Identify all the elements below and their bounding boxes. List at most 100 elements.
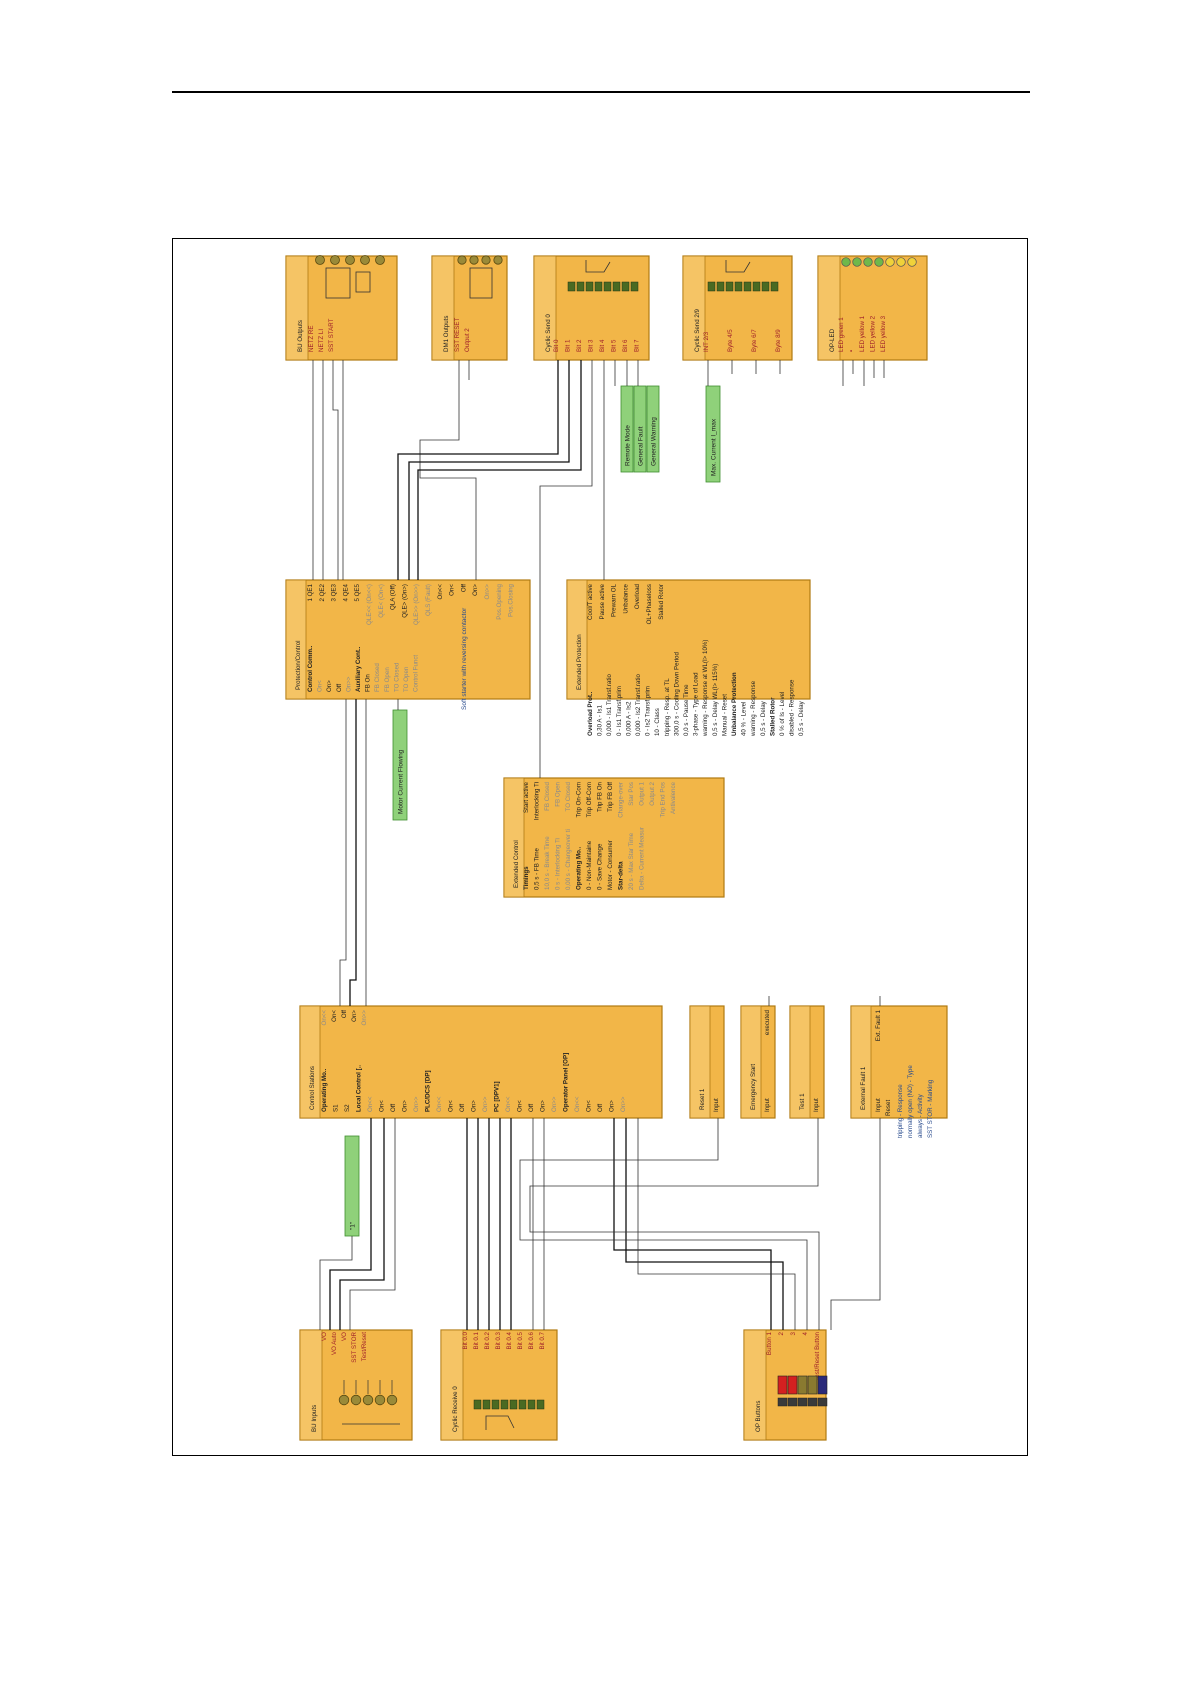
- pin-label: On>>: [413, 1096, 420, 1112]
- pin-label: 40 % - Level: [741, 702, 748, 736]
- pin-label: 0,30 A - Is1: [597, 704, 604, 736]
- pin-label: warning - Response at WL(I> 10%): [702, 640, 709, 737]
- label-box: [344, 1135, 360, 1237]
- pin-label: 0,5 s - Delay: [760, 700, 767, 736]
- pin-label: QLE< (On<): [378, 584, 385, 618]
- pin-label: Unbalance Protection: [731, 672, 738, 736]
- pin-label: On<<: [574, 1096, 581, 1112]
- block-title: Cyclic Send 2/9: [694, 308, 701, 352]
- block-header: [431, 255, 455, 361]
- annotation-general-fault: General Fault: [633, 385, 647, 473]
- input-switch-icon: [338, 1394, 350, 1406]
- pin-label: 3-phase - Type of Load: [693, 672, 700, 736]
- byte-bit-icon: [509, 1399, 518, 1410]
- label-text: Motor Current Flowing: [398, 749, 405, 814]
- input-switch-icon: [374, 1394, 386, 1406]
- pin-label: Input: [875, 1098, 882, 1112]
- wire: [419, 360, 477, 580]
- pin-label: 10 - Class: [654, 708, 661, 736]
- block-title: BU Outputs: [297, 320, 304, 352]
- label-box: [392, 709, 408, 821]
- pin-label: On<<: [505, 1096, 512, 1112]
- byte-bit-icon: [500, 1399, 509, 1410]
- pin-label: Operator Panel [OP]: [563, 1053, 570, 1112]
- op-button-icon: [797, 1375, 808, 1395]
- op-button-icon: [787, 1375, 798, 1395]
- block-title: Test 1: [799, 1093, 806, 1110]
- byte-bit-icon: [518, 1399, 527, 1410]
- pin-label: 3 QE3: [331, 583, 338, 601]
- pin-label: 0,0 s - Pause Time: [683, 684, 690, 736]
- block-header: [682, 255, 706, 361]
- block-header: [299, 1329, 323, 1441]
- pin-label: SST STOR - Marking: [927, 1079, 934, 1138]
- pin-label: Button 1: [766, 1331, 773, 1355]
- pin-label: On<: [379, 1100, 386, 1112]
- wire: [519, 1118, 808, 1330]
- byte-bit-icon: [612, 281, 621, 292]
- pin-label: Auxiliary Cont..: [355, 646, 362, 692]
- annotation-max-current: Max. Current I_max: [705, 385, 721, 483]
- pin-label: Bit 0: [553, 339, 560, 352]
- pin-label: Off: [390, 1104, 397, 1112]
- pin-label: SST STOR: [351, 1331, 358, 1362]
- pin-label: 0,000 - Is2 Transf.ratio: [635, 674, 642, 736]
- block-title: BU Inputs: [311, 1405, 318, 1432]
- pin-label: VO: [321, 1332, 328, 1341]
- wire: [637, 1118, 796, 1330]
- diagram-frame: [172, 238, 1028, 1456]
- pin-label: Overload Prot..: [587, 691, 594, 736]
- pin-label: On<<: [437, 584, 444, 600]
- pin-label: Bit 0.6: [528, 1331, 535, 1349]
- pin-label: Start active: [523, 781, 530, 813]
- pin-label: Interlocking Ti: [534, 782, 541, 820]
- soft-starter-note: Soft starter with reversing contactor: [461, 607, 468, 710]
- pin-label: 0 % of Is - Level: [779, 692, 786, 736]
- pin-label: On<: [317, 680, 324, 692]
- label-text: General Warning: [651, 417, 658, 466]
- pin-label: On<: [331, 1010, 338, 1022]
- pin-label: Output 2: [464, 328, 471, 352]
- output-relay-icon: [493, 255, 503, 265]
- led-icon: [874, 257, 884, 267]
- pin-label: tripping - Resp. at TL: [664, 678, 671, 736]
- pin-label: Input: [764, 1098, 771, 1112]
- led-icon: [896, 257, 906, 267]
- op-button-icon: [817, 1375, 828, 1395]
- pin-label: executed: [764, 1009, 771, 1035]
- pin-label: Trip On-Com: [576, 782, 583, 818]
- label-text: Max. Current I_max: [711, 418, 718, 476]
- pin-label: On>: [472, 584, 479, 596]
- pin-label: 0,5 s - Delay WL(I> 115%): [712, 664, 719, 736]
- pin-label: 0 - Is2 Transf.prim: [645, 686, 652, 736]
- pin-label: Bit 4: [599, 339, 606, 352]
- block-title: OP-LED: [829, 328, 836, 352]
- pin-label: S2: [344, 1104, 351, 1112]
- annotation-general-warning: General Warning: [646, 385, 660, 473]
- pin-label: FB Open: [555, 781, 562, 806]
- label-box: [646, 385, 660, 473]
- pin-label: On<<: [436, 1096, 443, 1112]
- pin-label: On<: [586, 1100, 593, 1112]
- block-header: [850, 1005, 872, 1119]
- block-title: Extended Control: [513, 840, 520, 888]
- pin-label: Trip FB On: [597, 781, 604, 812]
- pin-label: On>>: [361, 1010, 368, 1026]
- block-header: [566, 579, 588, 700]
- pin-label: On>>: [482, 1096, 489, 1112]
- pin-label: TO Closed: [565, 781, 572, 811]
- block-header: [285, 255, 309, 361]
- pin-label: Trip End Pos: [660, 782, 667, 818]
- pin-label: Prewarn OL: [611, 583, 618, 617]
- relay-symbol-icon: [325, 267, 351, 299]
- output-relay-icon: [457, 255, 467, 265]
- receive-arrow-icon: [485, 1415, 515, 1430]
- pin-label: Stalled Rotor: [658, 584, 665, 620]
- pin-label: Ext. Fault 1: [875, 1009, 882, 1041]
- wire: [339, 1118, 385, 1330]
- pin-label: On<<: [321, 1010, 328, 1026]
